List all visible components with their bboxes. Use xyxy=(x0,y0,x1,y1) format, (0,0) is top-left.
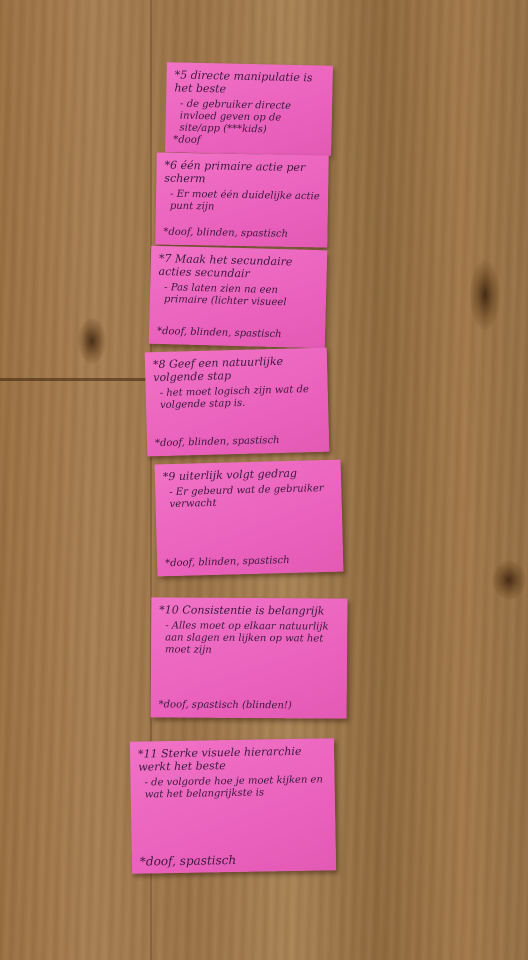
sticky-note: *9 uiterlijk volgt gedrag - Er gebeurd w… xyxy=(154,459,344,577)
floor-board-seam xyxy=(0,378,150,381)
note-body: - Er gebeurd wat de gebruiker verwacht xyxy=(169,483,324,511)
sticky-note: *7 Maak het secundaire acties secundair … xyxy=(148,245,328,349)
wood-knot xyxy=(492,560,526,600)
note-body: - Er moet één duidelijke actie punt zijn xyxy=(169,188,320,213)
sticky-note: *8 Geef een natuurlijke volgende stap - … xyxy=(144,347,330,457)
sticky-note: *6 één primaire actie per scherm - Er mo… xyxy=(155,152,329,248)
note-tags: *doof, spastisch (blinden!) xyxy=(158,699,292,712)
note-title: *9 uiterlijk volgt gedrag xyxy=(162,466,298,484)
floor-board-seam xyxy=(150,0,152,960)
wood-knot xyxy=(78,318,106,364)
note-body: - Alles moet op elkaar natuurlijk aan sl… xyxy=(165,620,329,656)
note-title: *5 directe manipulatie is het beste xyxy=(174,68,313,96)
note-body: - de gebruiker directe invloed geven op … xyxy=(179,98,292,136)
note-title: *10 Consistentie is belangrijk xyxy=(159,603,325,618)
note-body: - Pas laten zien na een primaire (lichte… xyxy=(163,282,287,309)
note-title: *6 één primaire actie per scherm xyxy=(164,158,306,186)
sticky-note: *5 directe manipulatie is het beste - de… xyxy=(165,62,333,156)
sticky-note: *10 Consistentie is belangrijk - Alles m… xyxy=(150,597,348,719)
sticky-note: *11 Sterke visuele hierarchie werkt het … xyxy=(129,738,337,874)
note-title: *11 Sterke visuele hierarchie werkt het … xyxy=(137,744,302,774)
note-tags: *doof xyxy=(173,134,201,146)
note-tags: *doof, blinden, spastisch xyxy=(156,325,282,341)
note-title: *8 Geef een natuurlijke volgende stap xyxy=(152,354,284,385)
note-tags: *doof, blinden, spastisch xyxy=(154,434,280,450)
note-tags: *doof, blinden, spastisch xyxy=(163,226,289,240)
note-tags: *doof, blinden, spastisch xyxy=(165,554,290,570)
note-body: - het moet logisch zijn wat de volgende … xyxy=(159,384,309,412)
note-title: *7 Maak het secundaire acties secundair xyxy=(158,251,293,281)
note-body: - de volgorde hoe je moet kijken en wat … xyxy=(144,774,323,801)
note-tags: *doof, spastisch xyxy=(139,852,237,869)
wood-knot xyxy=(470,260,500,330)
